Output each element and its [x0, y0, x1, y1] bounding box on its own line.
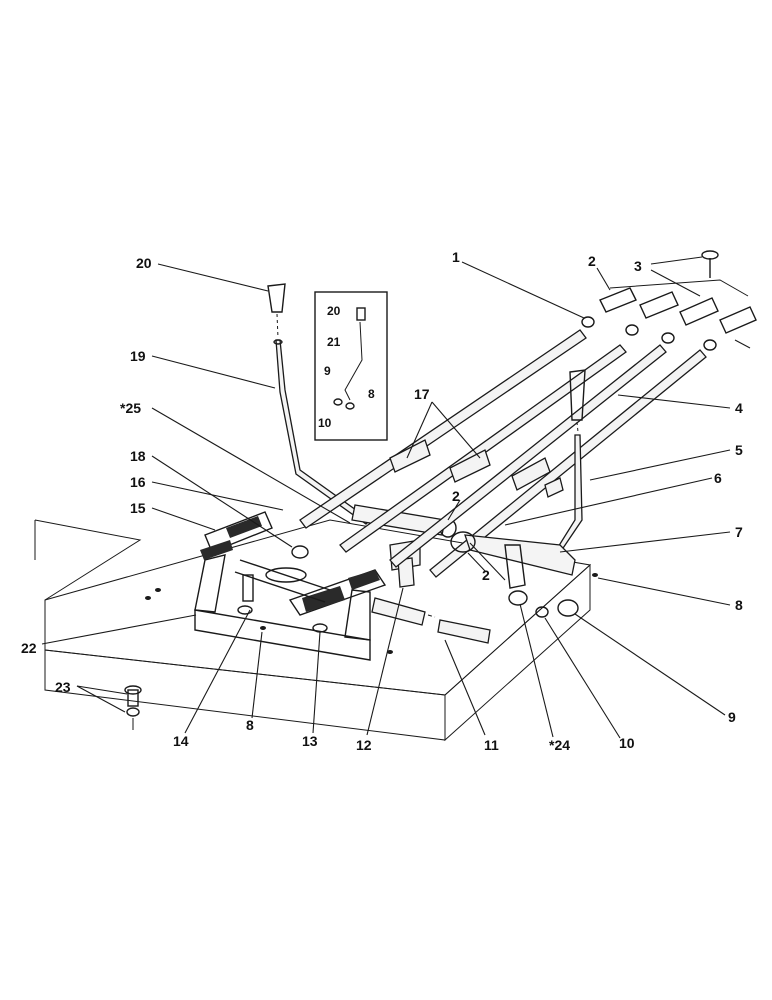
callout-8-right: 8: [735, 597, 743, 613]
callout-12: 12: [356, 737, 372, 753]
clevis-set: [599, 250, 757, 349]
callout-22: 22: [21, 640, 37, 656]
callout-13: 13: [302, 733, 318, 749]
callout-11: 11: [484, 737, 499, 753]
inset-label-10: 10: [318, 416, 332, 430]
callout-20: 20: [136, 255, 152, 271]
callout-24: *24: [549, 737, 570, 753]
linkage-rods: [299, 316, 717, 578]
leader-lines: [41, 256, 731, 739]
callout-7: 7: [735, 524, 743, 540]
bolt-and-washer: [124, 685, 142, 730]
callout-10: 10: [619, 735, 635, 751]
pedal-assembly: [194, 511, 387, 661]
callout-1: 1: [452, 249, 460, 265]
callout-15: 15: [130, 500, 146, 516]
inset-detail-box: 20 21 9 8 10: [314, 291, 388, 441]
callout-2-mid: 2: [452, 488, 460, 504]
callout-6: 6: [714, 470, 722, 486]
callout-25: *25: [120, 400, 141, 416]
inset-label-8: 8: [368, 387, 375, 401]
callout-14: 14: [173, 733, 189, 749]
callout-16: 16: [130, 474, 146, 490]
callout-2-low: 2: [482, 567, 490, 583]
right-shift-lever: [450, 369, 598, 618]
floor-plate: [34, 519, 592, 742]
callout-18: 18: [130, 448, 146, 464]
callout-2-top: 2: [588, 253, 596, 269]
callout-4: 4: [735, 400, 743, 416]
callout-5: 5: [735, 442, 743, 458]
inset-label-9: 9: [324, 364, 331, 378]
inset-label-20: 20: [327, 304, 341, 318]
callout-3: 3: [634, 258, 642, 274]
callout-19: 19: [130, 348, 146, 364]
callout-8-bottom: 8: [246, 717, 254, 733]
callout-9: 9: [728, 709, 736, 725]
callout-numbers: 1 2 3 4 5 6 7 8 9 10 *24 11 12 13 8 14 2…: [21, 249, 743, 753]
callout-17: 17: [414, 386, 430, 402]
callout-23: 23: [55, 679, 71, 695]
inset-label-21: 21: [327, 335, 341, 349]
